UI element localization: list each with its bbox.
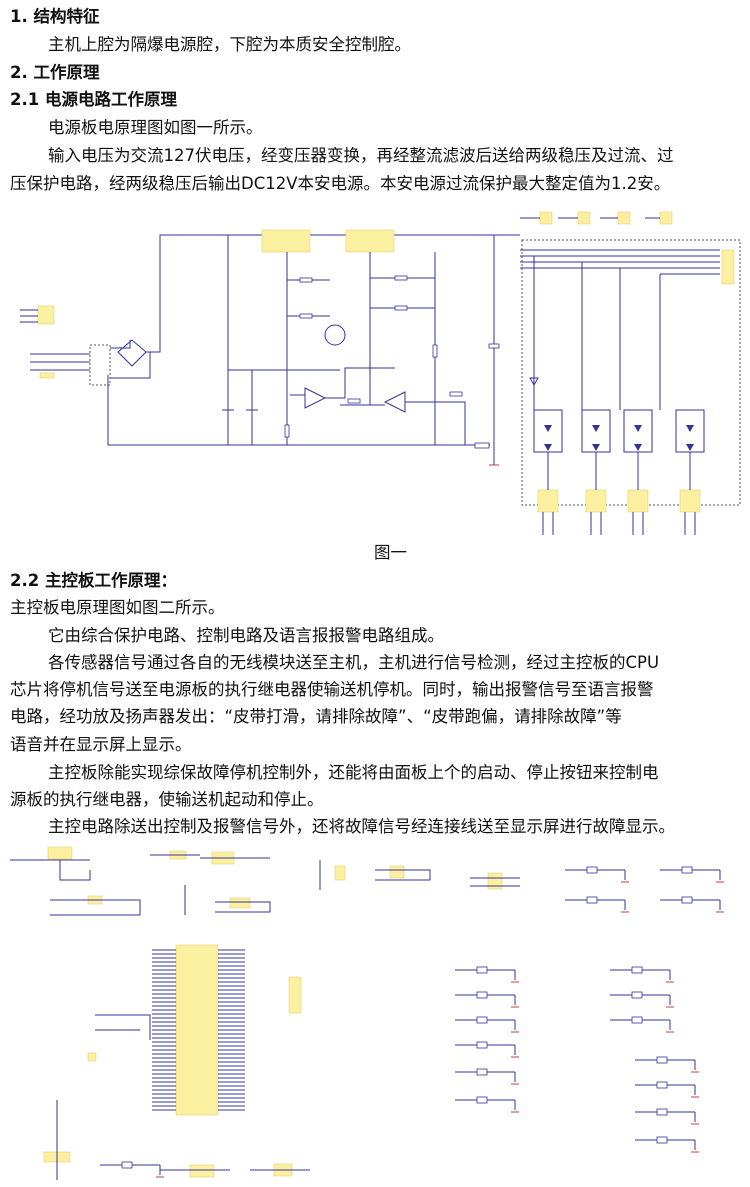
section-2-2-para-5: 主控电路除送出控制及报警信号外，还将故障信号经连接线送至显示屏进行故障显示。 [48, 817, 675, 836]
section-2-2-heading: 2.2 主控板工作原理： [10, 571, 177, 590]
section-2-2-para-3-line-3: 电路，经功放及扬声器发出：“皮带打滑，请排除故障”、“皮带跑偏，请排除故障”等 [10, 707, 622, 726]
section-2-2-para-2: 它由综合保护电路、控制电路及语言报报警电路组成。 [48, 626, 444, 645]
section-2-2-para-4-line-1: 主控板除能实现综保故障停机控制外，还能将由面板上个的启动、停止按钮来控制电 [48, 763, 659, 782]
section-2-2-para-4-line-2: 源板的执行继电器，使输送机起动和停止。 [10, 790, 324, 809]
figure-2-main-control-schematic [10, 846, 724, 1180]
figure-1-caption: 图一 [374, 543, 407, 562]
section-2-1-para-2-line-2: 压保护电路，经两级稳压后输出DC12V本安电源。本安电源过流保护最大整定值为1.… [10, 174, 671, 193]
section-2-2-para-3-line-1: 各传感器信号通过各自的无线模块送至主机，主机进行信号检测，经过主控板的CPU [48, 653, 660, 672]
section-2-2-para-3-line-4: 语音并在显示屏上显示。 [10, 735, 192, 754]
section-1-heading: 1. 结构特征 [10, 7, 100, 26]
section-1-body: 主机上腔为隔爆电源腔，下腔为本质安全控制腔。 [48, 35, 411, 54]
section-2-2-para-3-line-2: 芯片将停机信号送至电源板的执行继电器使输送机停机。同时，输出报警信号至语言报警 [10, 680, 654, 699]
section-2-heading: 2. 工作原理 [10, 63, 100, 82]
section-2-1-para-2-line-1: 输入电压为交流127伏电压，经变压器变换，再经整流滤波后送给两级稳压及过流、过 [48, 146, 674, 165]
section-2-1-para-1: 电源板电原理图如图一所示。 [48, 118, 263, 137]
section-2-1-heading: 2.1 电源电路工作原理 [10, 90, 177, 109]
section-2-2-para-1: 主控板电原理图如图二所示。 [10, 598, 225, 617]
figure-1-power-schematic [20, 211, 741, 535]
